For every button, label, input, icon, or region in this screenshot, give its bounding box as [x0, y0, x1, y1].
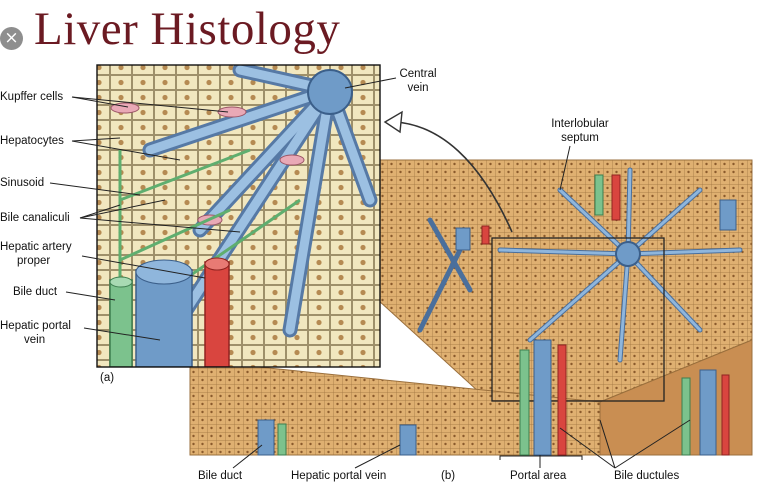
page-title: Liver Histology — [34, 3, 341, 55]
bottom-label-portal-area: Portal area — [510, 470, 567, 482]
portal-area-bracket — [499, 455, 583, 460]
bile-canaliculi-a — [118, 148, 301, 312]
portal-triads-b — [257, 174, 737, 456]
bottom-label-bile-duct: Bile duct — [198, 470, 243, 482]
zoom-frame-b — [491, 237, 665, 402]
label-bile-canaliculi: Bile canaliculi — [0, 212, 70, 224]
panel-a-label: (a) — [100, 372, 115, 384]
label-hepatocytes: Hepatocytes — [0, 135, 64, 147]
label-sinusoid: Sinusoid — [0, 177, 45, 189]
bottom-label-bile-ductules: Bile ductules — [614, 470, 680, 482]
portal-vein-a — [135, 269, 193, 367]
label-central-vein: vein — [407, 82, 429, 94]
label-central: Central — [399, 68, 437, 80]
label-hepatic-portal-vein: vein — [24, 334, 46, 346]
close-button[interactable]: × — [0, 27, 23, 50]
label-hepatic-artery: Hepatic artery — [0, 241, 72, 253]
zoom-frame-a — [96, 64, 381, 368]
central-vein-b — [615, 241, 641, 267]
lobule-block — [189, 159, 753, 456]
label-interlobular: Interlobular — [551, 118, 609, 130]
label-bile-duct: Bile duct — [13, 286, 58, 298]
label-hepatic-artery-proper: proper — [17, 255, 51, 267]
hepatic-artery-a — [204, 261, 230, 367]
label-kupffer-cells: Kupffer cells — [0, 91, 64, 103]
label-hepatic-portal: Hepatic portal — [0, 320, 71, 332]
zoom-arrowhead — [383, 110, 403, 134]
label-interlobular-septum: septum — [561, 132, 599, 144]
panel-b-label: (b) — [441, 470, 456, 482]
leader-lines — [49, 77, 691, 469]
zoom-view-a — [97, 65, 380, 367]
bile-duct-a — [109, 279, 133, 367]
bottom-label-hepatic-portal-vein: Hepatic portal vein — [291, 470, 387, 482]
zoom-arrow — [394, 121, 513, 233]
central-vein-a — [307, 69, 353, 115]
